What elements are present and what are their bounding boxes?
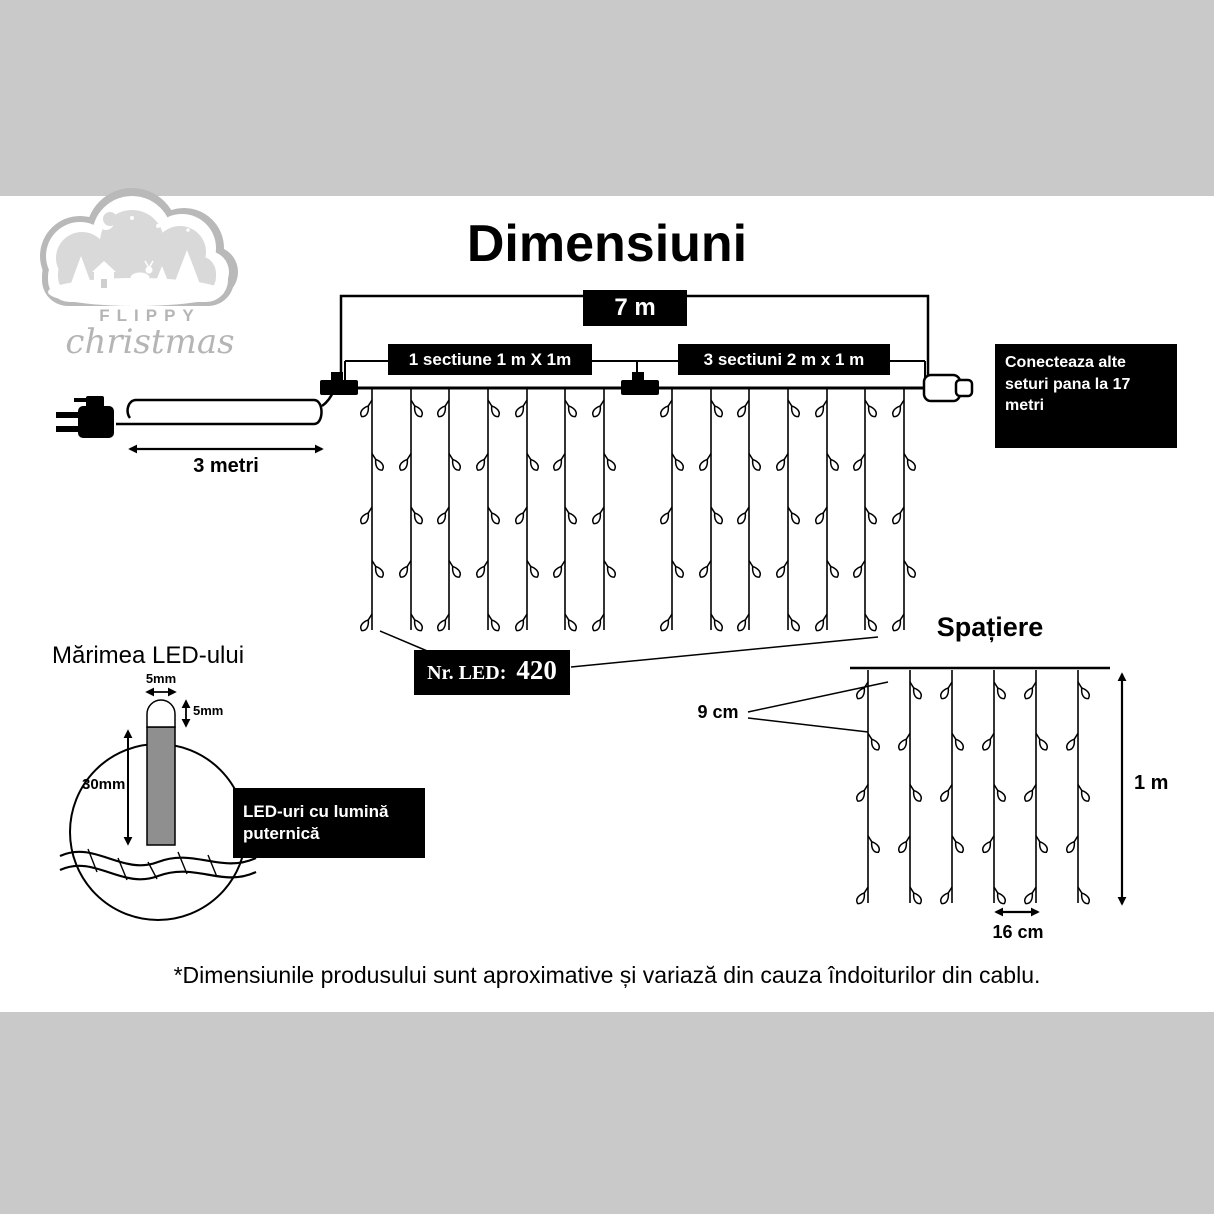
- twisted-cable-icon: [59, 848, 257, 881]
- power-plug-icon: [56, 396, 114, 438]
- spacing-diagram-art: [747, 666, 1127, 917]
- logo-tree-icon: [70, 256, 92, 286]
- connector-mid-icon: [621, 372, 659, 395]
- string-gap-label: 9 cm: [697, 702, 739, 722]
- section-left-box: 1 sectiune 1 m X 1m: [388, 344, 592, 375]
- body-height-label: 30mm: [82, 776, 126, 793]
- connector-left-icon: [320, 372, 358, 395]
- led-gap-label: 16 cm: [992, 922, 1044, 942]
- lead-cable-art: [116, 389, 336, 426]
- total-length-box: 7 m: [583, 290, 687, 326]
- section-right-box: 3 sectiuni 2 m x 1 m: [678, 344, 890, 375]
- footer-disclaimer: *Dimensiunile produsului sunt aproximati…: [173, 962, 1041, 988]
- logo-brand-line1: FLIPPY: [99, 306, 201, 325]
- led-count-pointer-lines: [379, 630, 879, 668]
- drop-height-label: 1 m: [1134, 772, 1169, 794]
- logo-deer-icon: [130, 260, 154, 290]
- led-size-title: Mărimea LED-ului: [52, 642, 245, 669]
- logo-tree-icon: [154, 266, 170, 286]
- page-title: Dimensiuni: [466, 215, 748, 273]
- lead-length-label: 3 metri: [193, 455, 259, 477]
- led-body: [146, 726, 176, 846]
- logo-house-icon: [92, 261, 116, 288]
- bulb-width-label: 5mm: [145, 671, 177, 686]
- logo-tree-icon: [174, 250, 200, 284]
- connector-end-icon: [922, 373, 974, 403]
- led-count-value: 420: [516, 655, 557, 685]
- led-count-label: Nr. LED:: [427, 662, 507, 684]
- top-gray-band: [0, 0, 1214, 196]
- logo-stars: [82, 216, 190, 232]
- extension-note-box: Conecteaza alte seturi pana la 17 metri: [995, 344, 1177, 448]
- bottom-gray-band: [0, 1012, 1214, 1214]
- led-size-art: [59, 687, 257, 921]
- led-dome: [146, 699, 176, 728]
- led-note-box: LED-uri cu lumină puternică: [233, 788, 425, 858]
- bulb-tip-label: 5mm: [193, 703, 224, 718]
- curtain-spacing: [855, 670, 1091, 905]
- spacing-title: Spațiere: [936, 612, 1044, 642]
- logo-brand-line2: christmas: [65, 322, 235, 362]
- logo-winter-scene: [40, 188, 238, 306]
- led-count-box: Nr. LED: 420: [414, 650, 570, 695]
- curtain-left: [359, 388, 617, 632]
- curtain-right: [659, 388, 917, 632]
